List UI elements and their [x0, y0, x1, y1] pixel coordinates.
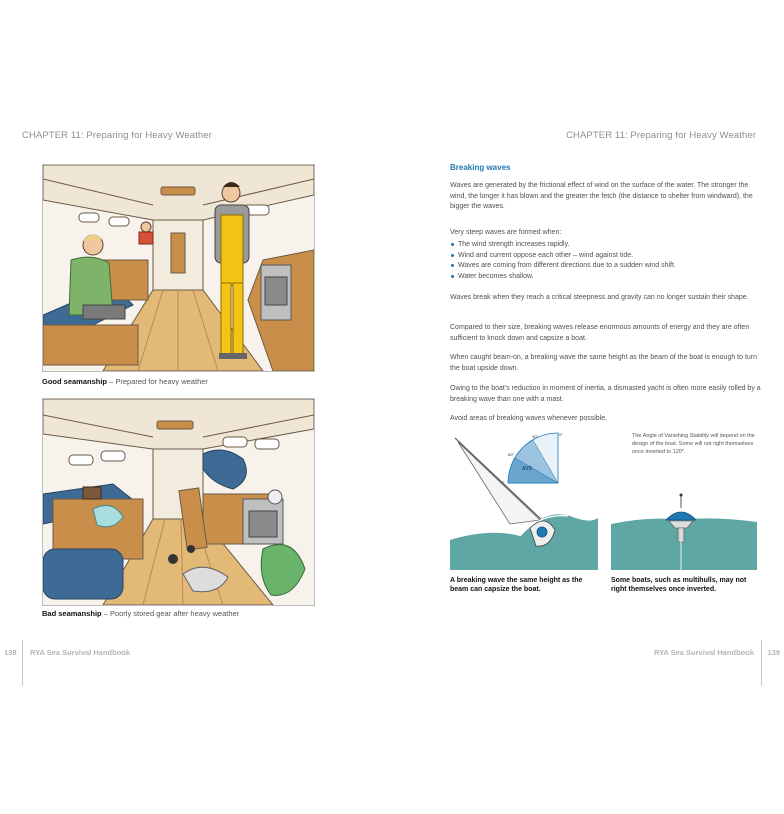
steep-wave-conditions-list: The wind strength increases rapidly. Win… [450, 240, 762, 282]
avs-note: The Angle of Vanishing Stability will de… [632, 433, 755, 455]
chapter-header-left: CHAPTER 11: Preparing for Heavy Weather [22, 130, 212, 141]
capsize-diagram: 0° 30° 60° 90° 120° AVS [450, 428, 598, 570]
paragraph-5: When caught beam-on, a breaking wave the… [450, 354, 758, 372]
paragraph-1: Waves are generated by the frictional ef… [450, 182, 753, 210]
avs-label: AVS [522, 466, 533, 472]
inverted-boat-caption: Some boats, such as multihulls, may not … [611, 577, 747, 593]
list-item: Wind and current oppose each other – win… [450, 251, 762, 262]
figure2-caption: Bad seamanship – Poorly stored gear afte… [42, 609, 239, 618]
figure1-caption-text: – Prepared for heavy weather [107, 377, 208, 386]
paragraph-4: Compared to their size, breaking waves r… [450, 324, 750, 342]
angle-label: 90° [498, 480, 504, 485]
good-seamanship-illustration [42, 164, 315, 372]
figure2-caption-bold: Bad seamanship [42, 609, 102, 618]
angle-label: 0° [559, 432, 563, 437]
angle-label: 30° [532, 434, 538, 439]
angle-label: 60° [508, 452, 514, 457]
capsize-diagram-caption: A breaking wave the same height as the b… [450, 577, 583, 593]
inverted-boat-diagram [611, 428, 757, 570]
list-item: Waves are coming from different directio… [450, 261, 762, 272]
page-number-left: 138 [4, 648, 17, 657]
left-page: CHAPTER 11: Preparing for Heavy Weather [4, 130, 315, 686]
footer-divider-left [22, 640, 23, 686]
list-item: The wind strength increases rapidly. [450, 240, 762, 251]
paragraph-2: Very steep waves are formed when: [450, 229, 562, 236]
right-page: CHAPTER 11: Preparing for Heavy Weather … [392, 0, 784, 814]
figure2-caption-text: – Poorly stored gear after heavy weather [101, 609, 240, 618]
paragraph-6: Owing to the boat's reduction in moment … [450, 385, 761, 403]
list-item: Water becomes shallow. [450, 272, 762, 283]
paragraph-7: Avoid areas of breaking waves whenever p… [450, 415, 608, 422]
book-title-right: RYA Sea Survival Handbook [653, 648, 754, 657]
section-heading: Breaking waves [450, 163, 511, 172]
chapter-header-right: CHAPTER 11: Preparing for Heavy Weather [566, 130, 756, 141]
bad-seamanship-illustration [42, 398, 315, 606]
paragraph-3: Waves break when they reach a critical s… [450, 294, 749, 301]
figure1-caption: Good seamanship – Prepared for heavy wea… [42, 377, 208, 386]
footer-divider-right [761, 640, 762, 686]
page-number-right: 139 [767, 648, 780, 657]
figure1-caption-bold: Good seamanship [42, 377, 108, 386]
book-title-left: RYA Sea Survival Handbook [30, 648, 131, 657]
